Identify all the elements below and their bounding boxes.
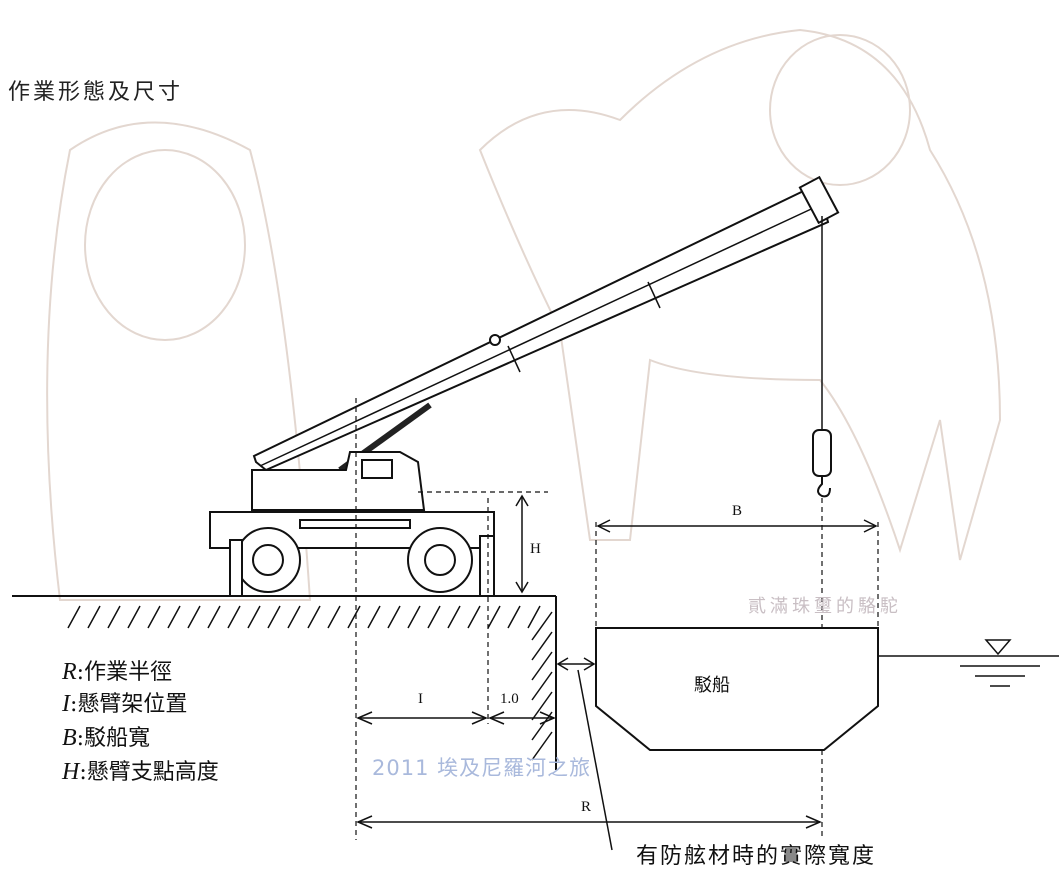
legend-item-r: R:作業半徑 [62,654,172,686]
legend-item-i: I:懸臂架位置 [62,686,187,718]
dimension-labels: H B I 1.0 R 駁船 [418,503,742,815]
outrigger-front [229,539,243,597]
legend-text: :駁船寬 [76,726,151,751]
boom-joint-1 [507,345,521,373]
legend-symbol: R [62,659,77,685]
camel-saddle-sketch [769,34,911,186]
outrigger-rear [479,535,495,597]
legend-symbol: I [62,691,70,717]
crane-boom [252,182,830,472]
page-title: 作業形態及尺寸 [8,80,184,105]
barge-hull [595,627,879,751]
label-r: R [581,799,591,815]
label-i: I [418,691,423,707]
quay [12,595,557,770]
label-offset: 1.0 [500,691,519,707]
fender-leader [577,669,613,851]
hook-icon [817,476,831,498]
barge [595,627,879,751]
cab-window [361,459,393,479]
label-b: B [732,503,742,519]
watermark-camel: 貳滿珠璽的駱駝 [748,596,902,617]
legend-symbol: B [62,725,77,751]
legend-text: :懸臂支點高度 [79,760,219,785]
legend-text: :作業半徑 [76,660,173,685]
legend-text: :懸臂架位置 [70,692,188,717]
watermark-year: 2011 埃及尼羅河之旅 [372,756,592,780]
fender-caption: 有防舷材時的實際寬度 [636,844,877,869]
boom-head [798,175,840,225]
ground-hatching [67,605,541,629]
boom-joint-2 [647,281,661,309]
carrier-deck [299,519,411,529]
pharaoh-sketch [46,121,312,601]
hook-block [812,429,832,477]
legend-item-h: H:懸臂支點高度 [62,754,219,786]
front-wheel-hub [252,544,284,576]
rear-wheel-hub [424,544,456,576]
camel-sketch [478,28,1002,561]
pharaoh-face-sketch [84,149,246,341]
label-h: H [530,541,541,557]
legend-item-b: B:駁船寬 [62,720,150,752]
background-sketch [46,28,1002,601]
water-level-icon [984,639,1012,656]
crane [209,175,840,597]
dimension-arrows [356,494,878,851]
legend-symbol: H [62,759,80,785]
boom-pulley [489,334,501,346]
water [878,639,1059,687]
barge-label: 駁船 [694,675,730,696]
wall-hatching [531,611,553,761]
boom-section-line [259,203,823,467]
